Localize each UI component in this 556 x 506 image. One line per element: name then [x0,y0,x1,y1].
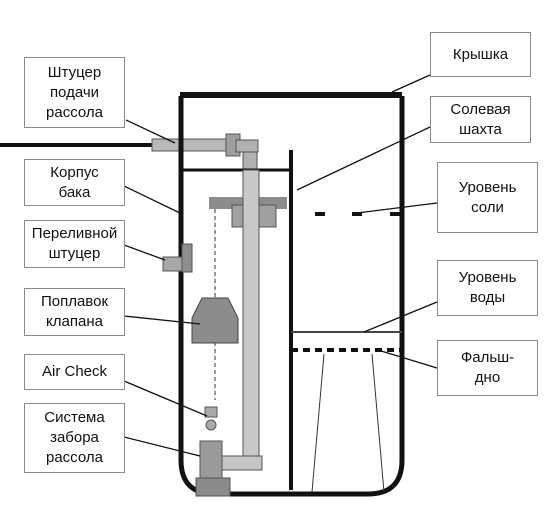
overflow-fitting-cap [181,243,193,273]
label-salt-shaft: Солевая шахта [430,96,531,143]
label-false-bottom: Фальш- дно [437,340,538,396]
leader-salt-level [356,202,438,214]
label-tank-body: Корпус бака [24,159,125,206]
label-overflow-fitting: Переливной штуцер [24,220,125,268]
brine-pickup-body [199,440,223,480]
leader-brine-system [123,436,201,457]
leader-overflow [123,244,166,261]
label-air-check: Air Check [24,354,125,390]
brine-inlet-horizontal [235,139,259,153]
leader-lines [123,74,438,457]
tank-lid [180,92,402,98]
label-brine-inlet: Штуцер подачи рассола [24,57,125,128]
leader-false-bottom [377,349,438,369]
vertical-brine-pipe [242,169,260,471]
valve-float [191,297,239,344]
tank-body-outline [178,96,405,497]
leader-valve-float [123,315,201,325]
leader-lid [391,74,431,93]
label-water-level: Уровень воды [437,260,538,316]
brine-pickup-base [195,477,231,497]
label-brine-system: Система забора рассола [24,403,125,473]
leader-brine-inlet [125,119,176,144]
brine-inlet-down-pipe [242,151,258,171]
label-lid: Крышка [430,32,531,77]
false-bottom-leg-2 [371,353,385,493]
brine-pickup-connector [221,455,263,471]
leader-water-level [363,301,438,333]
leader-salt-shaft [296,126,431,191]
air-check-top [204,406,218,418]
label-salt-level: Уровень соли [437,162,538,233]
label-valve-float: Поплавок клапана [24,288,125,336]
air-check-ball [205,419,217,431]
leader-air-check [123,380,208,417]
brine-inlet-pipe-fitting [151,138,235,152]
false-bottom-leg-1 [311,353,325,493]
leader-tank-body [123,185,183,215]
